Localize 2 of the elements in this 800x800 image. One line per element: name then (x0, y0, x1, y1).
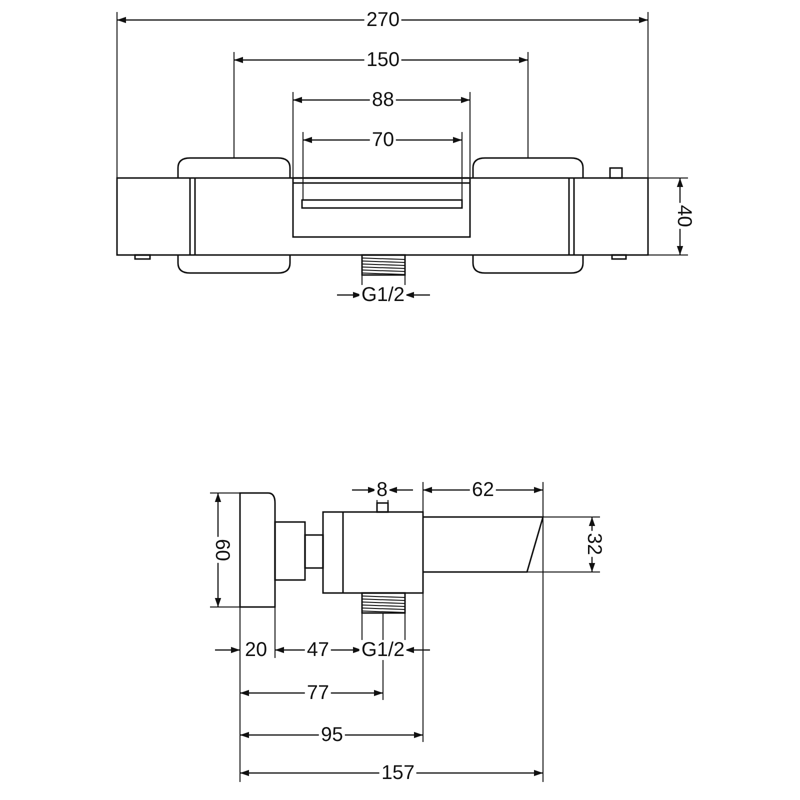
dimension-label: G1/2 (359, 640, 407, 660)
dimension-label: 8 (374, 480, 390, 500)
